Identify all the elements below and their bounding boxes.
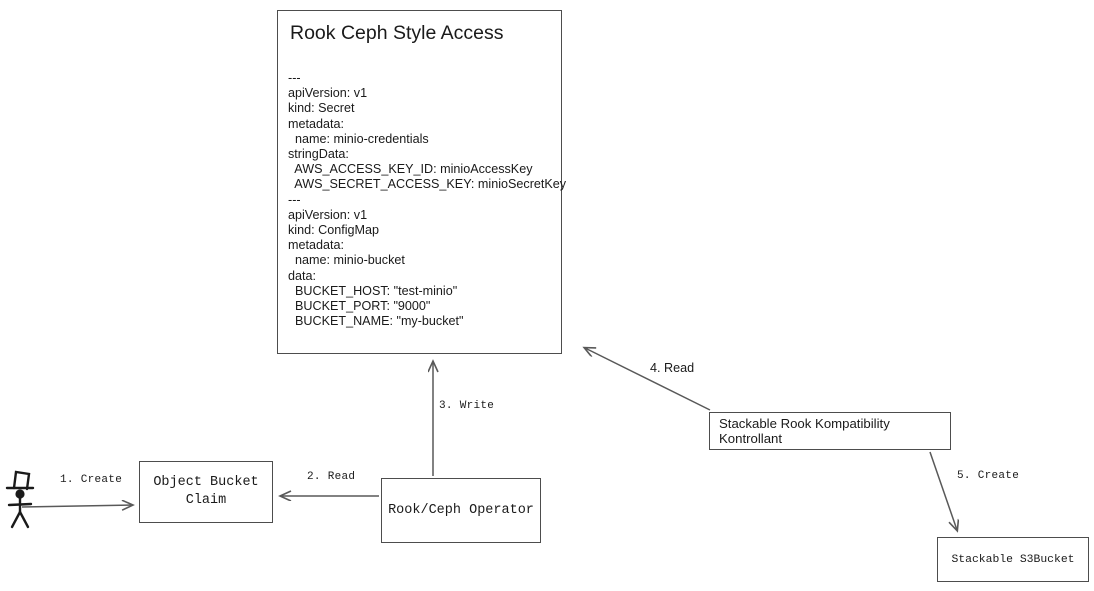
rook-ceph-style-access-panel: Rook Ceph Style Access --- apiVersion: v… bbox=[277, 10, 567, 354]
panel-title: Rook Ceph Style Access bbox=[290, 22, 504, 44]
node-stackable-rook-kompatibility-kontrollant[interactable]: Stackable Rook Kompatibility Kontrollant bbox=[709, 412, 951, 450]
node-label: Rook/Ceph Operator bbox=[388, 503, 534, 518]
node-label: Stackable S3Bucket bbox=[951, 553, 1075, 566]
node-label: Object Bucket Claim bbox=[153, 475, 259, 508]
edge-label-3-write: 3. Write bbox=[439, 400, 495, 412]
actor-stick-figure-icon bbox=[5, 470, 35, 529]
node-rook-ceph-operator[interactable]: Rook/Ceph Operator bbox=[381, 478, 541, 543]
edge-1-create-arrow bbox=[21, 505, 132, 507]
edge-4-read-arrow bbox=[585, 348, 711, 411]
node-object-bucket-claim[interactable]: Object Bucket Claim bbox=[139, 461, 273, 523]
node-stackable-s3bucket[interactable]: Stackable S3Bucket bbox=[937, 537, 1089, 582]
edge-5-create-arrow bbox=[929, 451, 957, 530]
edge-label-2-read: 2. Read bbox=[307, 471, 356, 483]
edge-label-1-create: 1. Create bbox=[60, 474, 123, 486]
edge-label-5-create: 5. Create bbox=[957, 470, 1020, 482]
edge-label-4-read: 4. Read bbox=[650, 361, 695, 375]
yaml-manifest-text: --- apiVersion: v1 kind: Secret metadata… bbox=[288, 71, 567, 329]
node-label: Stackable Rook Kompatibility Kontrollant bbox=[719, 416, 890, 446]
